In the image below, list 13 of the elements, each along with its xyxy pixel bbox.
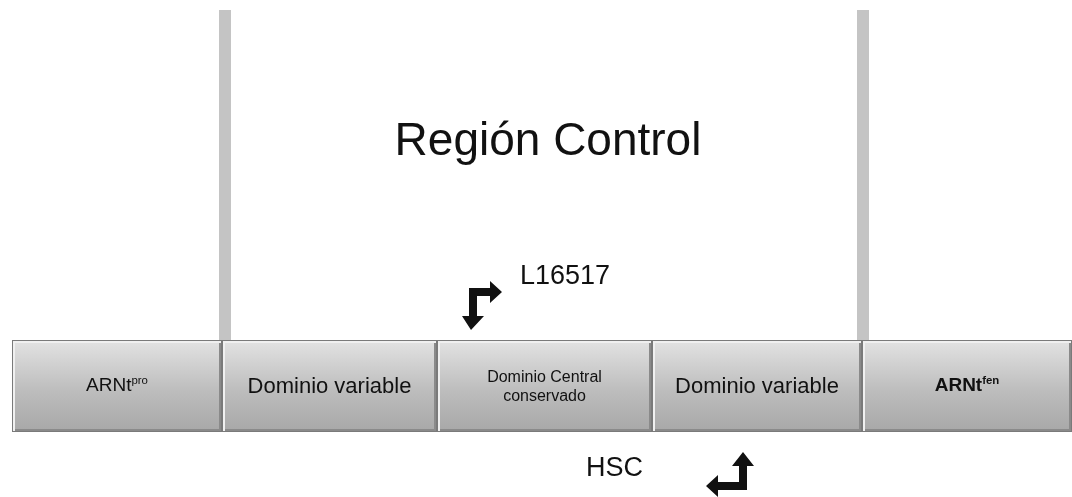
region-title: Región Control <box>394 112 702 166</box>
segment-label: Dominio variable <box>675 372 839 400</box>
segment-label: Dominio Central conservado <box>486 366 603 406</box>
primer-label: L16517 <box>520 260 611 291</box>
gene-segment <box>437 340 652 432</box>
segment-label: Dominio variable <box>247 372 412 400</box>
segment-label: ARNt$^{pro}$ <box>86 374 148 398</box>
primer-label: HSC <box>586 452 643 483</box>
gene-segment <box>222 340 437 432</box>
gene-segment <box>862 340 1072 432</box>
segment-label: ARNt$^{fen}$ <box>934 374 1000 398</box>
gene-segment <box>652 340 862 432</box>
gene-segment <box>12 340 222 432</box>
